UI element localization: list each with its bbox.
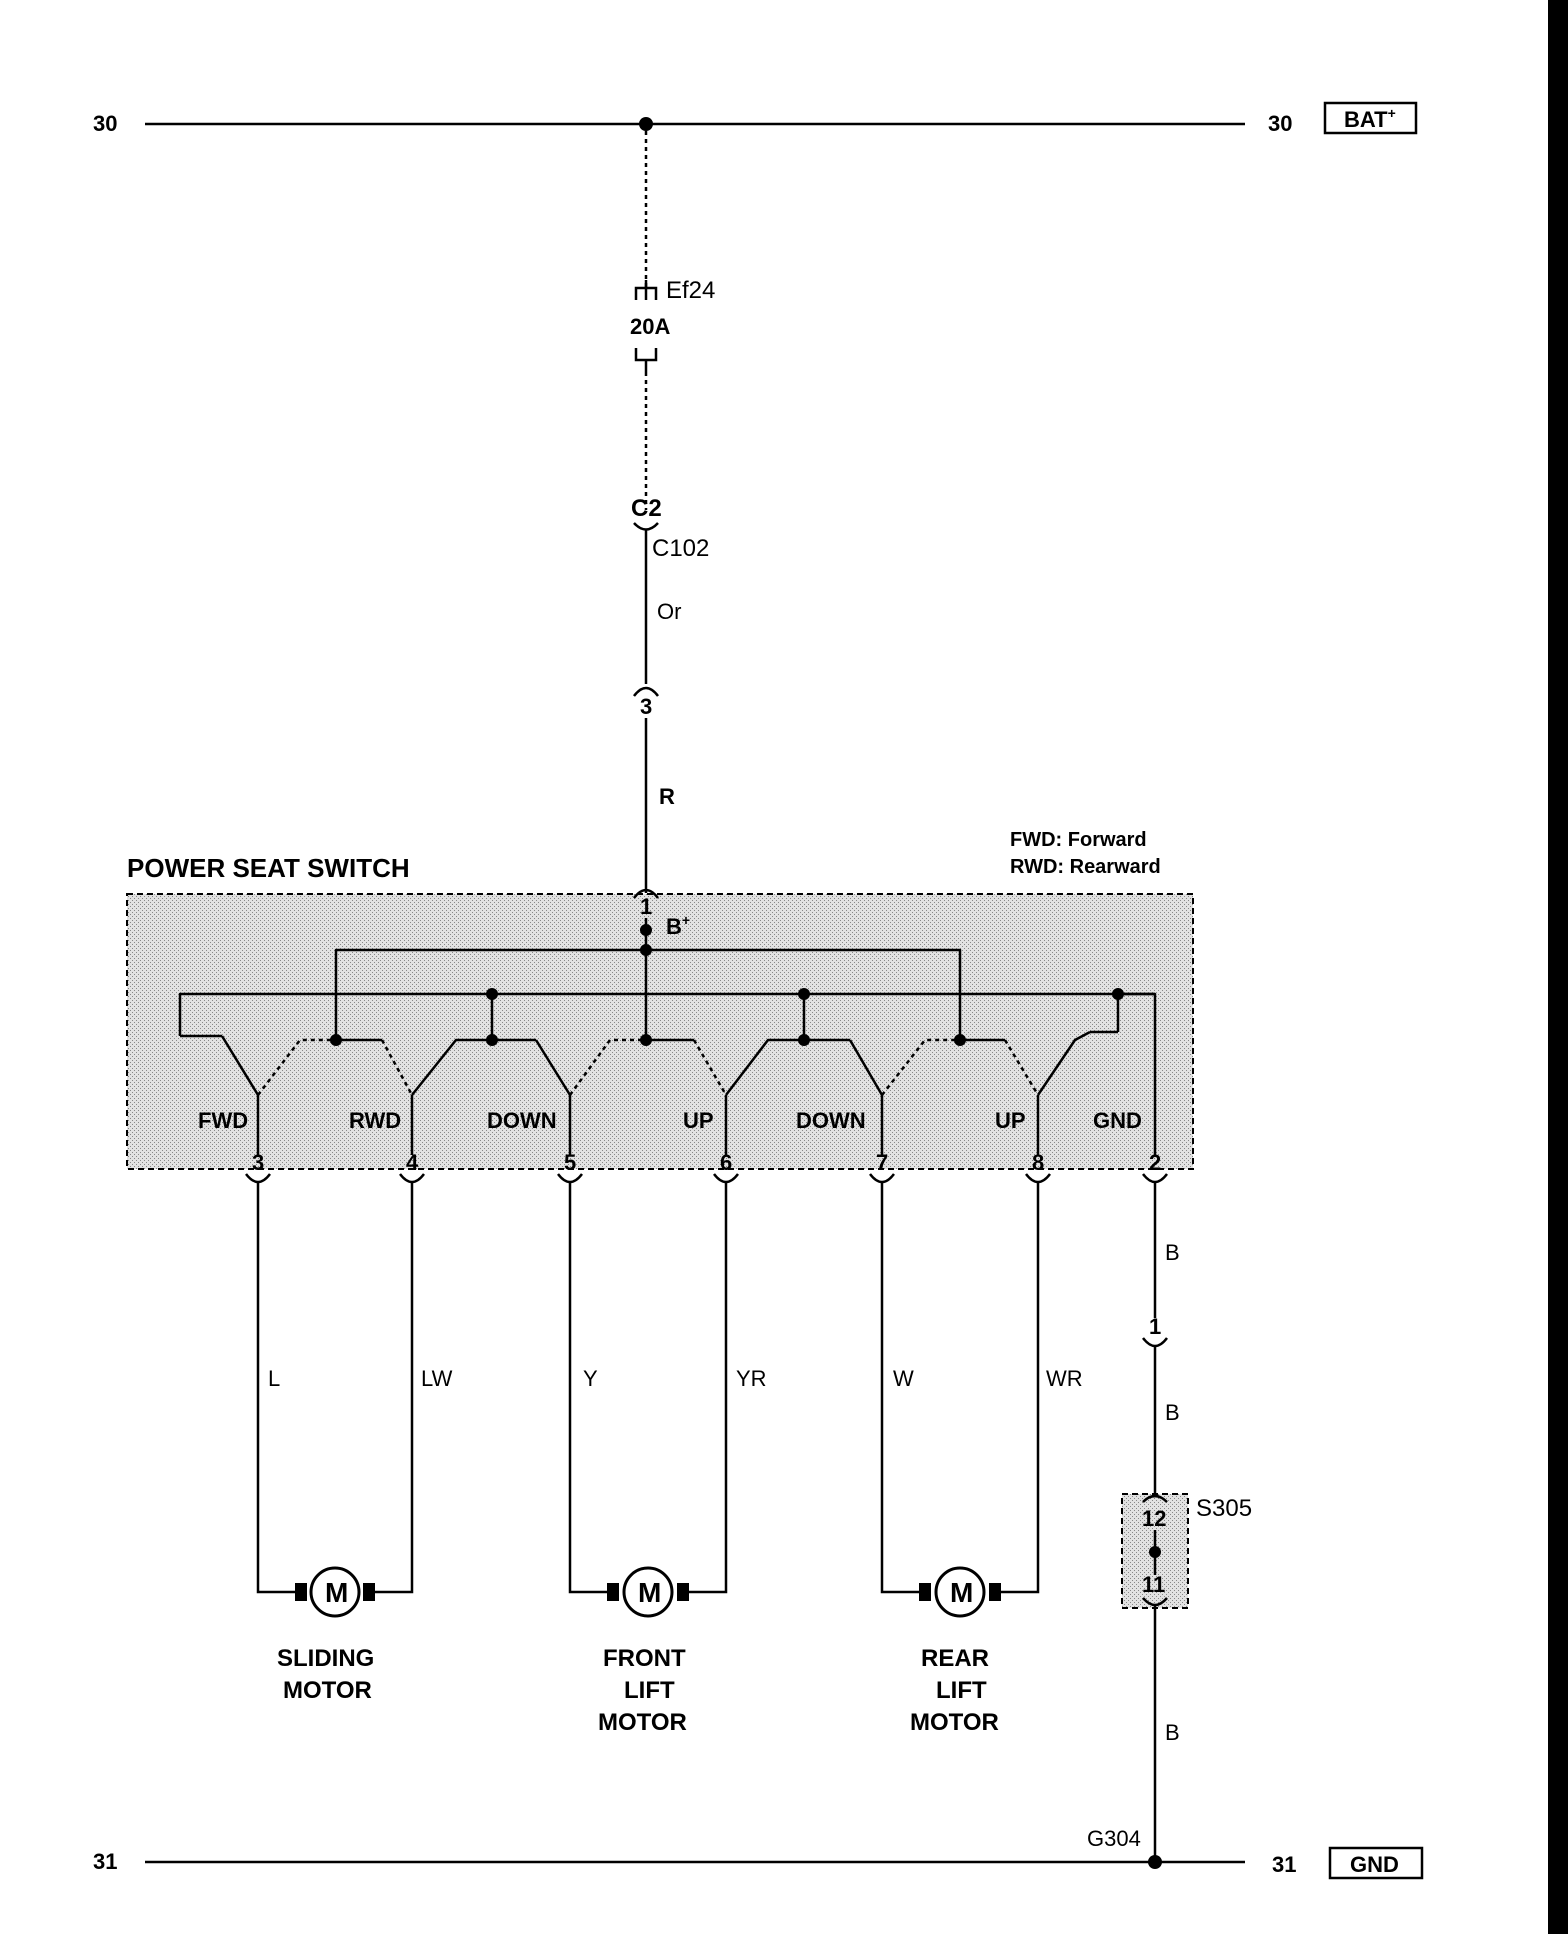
- pin-8-label: 8: [1032, 1150, 1044, 1175]
- s305-top-pin: 12: [1142, 1506, 1166, 1531]
- pin-2-label: 2: [1149, 1150, 1161, 1175]
- front-lift-motor-line-1: FRONT: [603, 1645, 686, 1672]
- ground-g304-label: G304: [1087, 1826, 1141, 1851]
- connector-feed-pin: 3 R: [633, 686, 675, 893]
- page-edge-bar: [1548, 0, 1568, 1934]
- ground-mid-pin-label: 1: [1149, 1314, 1161, 1339]
- fuse-rating: 20A: [630, 314, 670, 339]
- sliding-motor: M SLIDING MOTOR: [277, 1566, 375, 1704]
- rear-lift-motor-line-2: LIFT: [936, 1677, 987, 1704]
- fuse-name: Ef24: [666, 277, 715, 304]
- ground-path: B 1 B S305 12 11 B G304: [1087, 1182, 1252, 1862]
- bus-top-left-label: 30: [93, 111, 117, 136]
- motor-wiring: L LW Y YR W WR: [256, 1182, 1083, 1594]
- terminal-up-front: UP: [683, 1108, 714, 1133]
- bus-top-right-label: 30: [1268, 111, 1292, 136]
- rear-lift-motor-line-3: MOTOR: [910, 1709, 999, 1736]
- wire-b3-label: B: [1165, 1720, 1180, 1745]
- gnd-tag: [1328, 1846, 1424, 1880]
- pin-7-label: 7: [876, 1150, 888, 1175]
- wire-yr-label: YR: [736, 1366, 767, 1391]
- feed-pin-label: 3: [640, 694, 652, 719]
- legend-fwd: FWD: Forward: [1010, 829, 1147, 851]
- bat-tag-text: BAT: [1344, 107, 1388, 132]
- terminal-rwd: RWD: [349, 1108, 401, 1133]
- svg-text:B+: B+: [666, 912, 690, 939]
- splice-s305-label: S305: [1196, 1495, 1252, 1522]
- rear-lift-motor: M REAR LIFT MOTOR: [910, 1566, 1001, 1736]
- pin-5-label: 5: [564, 1150, 576, 1175]
- sliding-motor-line-2: MOTOR: [283, 1677, 372, 1704]
- wire-w-label: W: [893, 1366, 914, 1391]
- c102-pin-label: C2: [631, 495, 662, 522]
- front-lift-motor-line-3: MOTOR: [598, 1709, 687, 1736]
- sliding-motor-symbol: M: [325, 1577, 348, 1608]
- power-seat-switch: POWER SEAT SWITCH FWD: Forward RWD: Rear…: [126, 829, 1194, 1175]
- wire-b2-label: B: [1165, 1400, 1180, 1425]
- ground-bus: 31 31 GND: [93, 1846, 1424, 1880]
- bplus-sup: +: [682, 912, 690, 928]
- fuse-ef24: Ef24 20A: [630, 277, 715, 372]
- wire-y-label: Y: [583, 1366, 598, 1391]
- rear-lift-motor-line-1: REAR: [921, 1645, 989, 1672]
- pin-1-label: 1: [640, 894, 652, 919]
- svg-text:BAT+: BAT+: [1344, 105, 1396, 132]
- sliding-motor-line-1: SLIDING: [277, 1645, 374, 1672]
- wire-r-label: R: [659, 784, 675, 809]
- front-lift-motor-symbol: M: [638, 1577, 661, 1608]
- switch-pin-connectors: [245, 1173, 1168, 1184]
- wire-lw-label: LW: [421, 1366, 453, 1391]
- legend-rwd: RWD: Rearward: [1010, 856, 1161, 878]
- bat-plus-tag: [1323, 101, 1418, 135]
- switch-housing: [126, 893, 1194, 1170]
- pin-4-label: 4: [406, 1150, 419, 1175]
- terminal-fwd: FWD: [198, 1108, 248, 1133]
- bplus-label: B: [666, 914, 682, 939]
- terminal-up-rear: UP: [995, 1108, 1026, 1133]
- bus-bottom-left-label: 31: [93, 1849, 117, 1874]
- battery-bus: 30 30 BAT+: [93, 101, 1418, 136]
- c102-name: C102: [652, 535, 709, 562]
- wire-b1-label: B: [1165, 1240, 1180, 1265]
- pin-3-label: 3: [252, 1150, 264, 1175]
- bus-bottom-right-label: 31: [1272, 1852, 1296, 1877]
- s305-bottom-pin: 11: [1142, 1572, 1165, 1597]
- bat-tag-sup: +: [1388, 105, 1396, 121]
- wire-wr-label: WR: [1046, 1366, 1083, 1391]
- switch-title: POWER SEAT SWITCH: [127, 853, 410, 883]
- terminal-down-rear: DOWN: [796, 1108, 866, 1133]
- rear-lift-motor-symbol: M: [950, 1577, 973, 1608]
- wire-or-label: Or: [657, 599, 681, 624]
- wire-l-label: L: [268, 1366, 280, 1391]
- connector-c102: C2 C102 Or: [631, 495, 709, 684]
- terminal-gnd: GND: [1093, 1108, 1142, 1133]
- terminal-down-front: DOWN: [487, 1108, 557, 1133]
- front-lift-motor: M FRONT LIFT MOTOR: [598, 1566, 689, 1736]
- pin-6-label: 6: [720, 1150, 732, 1175]
- gnd-tag-text: GND: [1350, 1852, 1399, 1877]
- front-lift-motor-line-2: LIFT: [624, 1677, 675, 1704]
